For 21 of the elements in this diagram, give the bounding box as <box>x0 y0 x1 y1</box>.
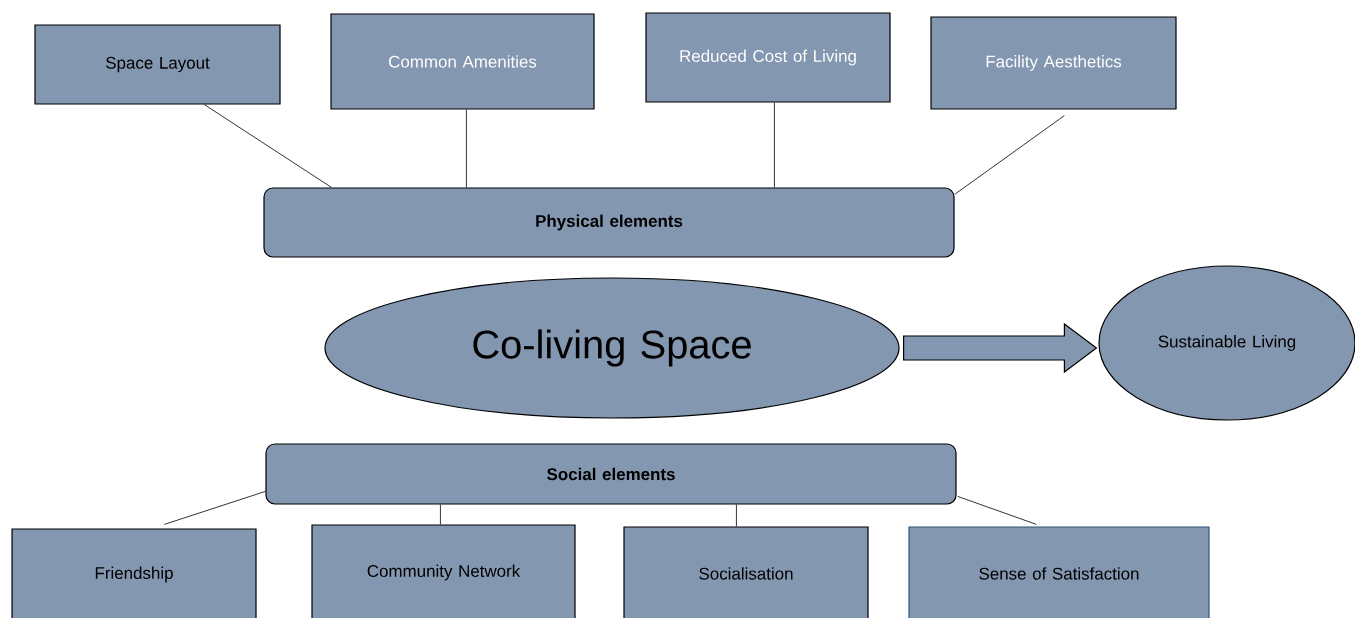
label-box: Socialisation <box>623 526 869 618</box>
connector-line <box>954 115 1065 195</box>
connector-line <box>774 102 775 188</box>
connector-line <box>440 504 441 525</box>
block-arrow <box>903 322 1098 374</box>
label-box: Community Network <box>311 524 576 618</box>
category-bar: Social elements <box>265 443 957 505</box>
label-box: Reduced Cost of Living <box>645 12 891 103</box>
ellipse-node: Co-living Space <box>324 277 900 419</box>
connector-line <box>204 104 332 188</box>
ellipse-node: Sustainable Living <box>1098 265 1355 421</box>
connector-line <box>466 109 467 188</box>
category-bar: Physical elements <box>263 187 955 258</box>
label-box: Facility Aesthetics <box>930 16 1177 110</box>
label-box: Common Amenities <box>330 13 595 110</box>
connector-line <box>164 491 266 525</box>
connector-line <box>957 496 1037 525</box>
connector-line <box>736 504 737 527</box>
label-box: Friendship <box>11 528 257 618</box>
label-box: Space Layout <box>34 24 281 105</box>
label-box: Sense of Satisfaction <box>908 526 1210 618</box>
